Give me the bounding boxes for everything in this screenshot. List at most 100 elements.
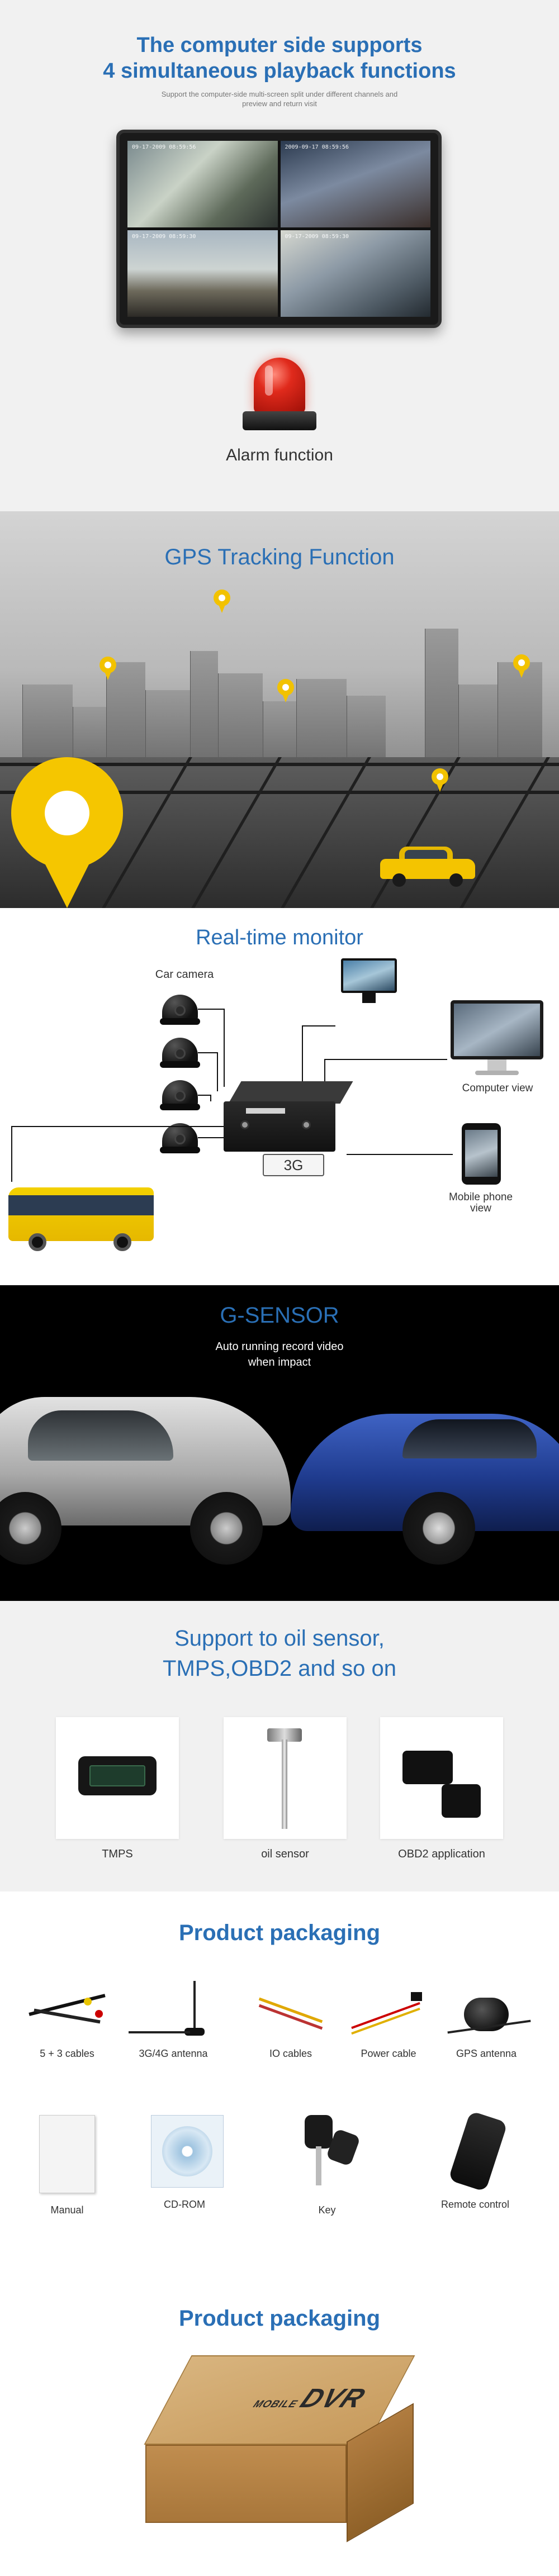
monitor-title: Real-time monitor [196,926,363,949]
box-brand-logo: MOBILEDVR [249,2383,371,2414]
cable-connector [411,1992,422,2001]
camera-lens [174,1005,186,1016]
cable-line [302,1025,303,1081]
tmps-device [78,1756,157,1795]
accessory-label: Manual [50,2204,84,2216]
accessory-label: Power cable [361,2048,416,2059]
mobile-dvr-device [224,1081,353,1154]
computer-monitor-icon [451,1000,543,1078]
camera-feed-2: 2009-09-17 08:59:56 [280,141,430,227]
accessory-item: Manual [17,2115,117,2216]
bus-image [8,1187,154,1254]
building [347,696,386,768]
location-pin-icon [513,654,530,678]
dome-camera-icon [160,995,200,1025]
computer-neck [487,1059,506,1072]
cable-connector [84,1998,92,2005]
dvr-port [302,1120,311,1129]
accessory-item: Key [277,2115,377,2216]
playback-title-line1: The computer side supports [136,34,423,57]
bridge-rail [0,791,559,794]
camera-feed-4: 09-17-2009 08:59:30 [280,230,430,317]
io-cables-icon [240,1981,341,2042]
building [218,673,263,768]
building [145,690,190,768]
sensors-section: Support to oil sensor, TMPS,OBD2 and so … [0,1601,559,1891]
dome-camera-icon [160,1038,200,1068]
location-pin-icon [277,679,294,702]
location-pin-icon [100,657,116,680]
gsensor-desc-line1: Auto running record video [215,1341,344,1353]
accessory-item: GPS antenna [436,1981,537,2060]
accessory-label: IO cables [269,2048,312,2059]
silver-car-image [0,1358,313,1570]
cable-line [347,1154,453,1155]
car-wheel [190,1492,263,1565]
dvr-port [240,1120,249,1129]
cable-line [224,1009,225,1087]
gsensor-section: G-SENSOR Auto running record video when … [0,1285,559,1601]
antenna-cable [129,2031,190,2033]
mobile-view-label-line1: Mobile phone [448,1191,513,1203]
product-box-image: MOBILEDVR [144,2355,415,2542]
pin-hole [219,595,225,601]
accessory-item: CD-ROM [134,2115,235,2211]
alarm-dome [254,358,305,414]
taxi-wheel [392,873,406,887]
cable-line [210,1095,211,1101]
camera-lens [174,1048,186,1059]
cable-wire [351,2002,420,2030]
box-front [145,2445,347,2523]
cable-line [324,1059,447,1060]
pin-hole [105,662,111,668]
playback-title: The computer side supports 4 simultaneou… [0,32,559,84]
tmps-image [56,1717,179,1839]
building [296,679,347,768]
cables-icon [17,1981,117,2042]
playback-title-line2: 4 simultaneous playback functions [103,59,456,83]
camera-base [160,1061,200,1068]
bus-wheel [29,1233,46,1251]
accessory-label: Remote control [440,2199,510,2210]
cable-line [302,1025,335,1026]
bus-window-stripe [8,1195,154,1215]
cable-line [198,1095,210,1096]
remote-control-icon [425,2111,525,2193]
phone-display [465,1130,498,1177]
key-blade [316,2146,321,2185]
cable-line [11,1126,224,1127]
car-window [402,1419,537,1458]
car-wheel [0,1492,61,1565]
camera-lens [174,1090,186,1101]
building [190,651,218,768]
playback-section: The computer side supports 4 simultaneou… [0,0,559,511]
oil-sensor-image [224,1717,347,1839]
car-wheel [402,1492,475,1565]
antenna-icon [123,1981,224,2042]
mobile-view-label-line2: view [470,1203,491,1214]
antenna-rod [193,1981,196,2031]
obd2-image [380,1717,503,1839]
accessory-label: 3G/4G antenna [139,2048,208,2059]
obd2-connector [402,1751,453,1784]
antenna-base [184,2028,205,2036]
quad-screen-grid: 09-17-2009 08:59:56 2009-09-17 08:59:56 … [127,141,430,317]
dvr-label [246,1108,285,1114]
blue-car-image [291,1391,559,1576]
camera-base [160,1104,200,1110]
realtime-monitor-section: Real-time monitor Car camera 3G Comput [0,908,559,1285]
bridge-rail [0,763,559,766]
computer-foot [475,1071,519,1075]
bridge-strut [191,757,282,908]
cable-wire [351,2007,420,2035]
sensors-title-line2: TMPS,OBD2 and so on [163,1656,396,1681]
camera-base [160,1147,200,1153]
accessory-label: 5 + 3 cables [40,2048,94,2059]
dvr-top [228,1081,353,1104]
playback-monitor: 09-17-2009 08:59:56 2009-09-17 08:59:56 … [116,130,442,328]
pin-hole [518,659,525,666]
building [425,629,458,768]
cd-disc [162,2126,212,2176]
network-3g-badge: 3G [263,1154,324,1176]
alarm-shine [265,365,273,396]
